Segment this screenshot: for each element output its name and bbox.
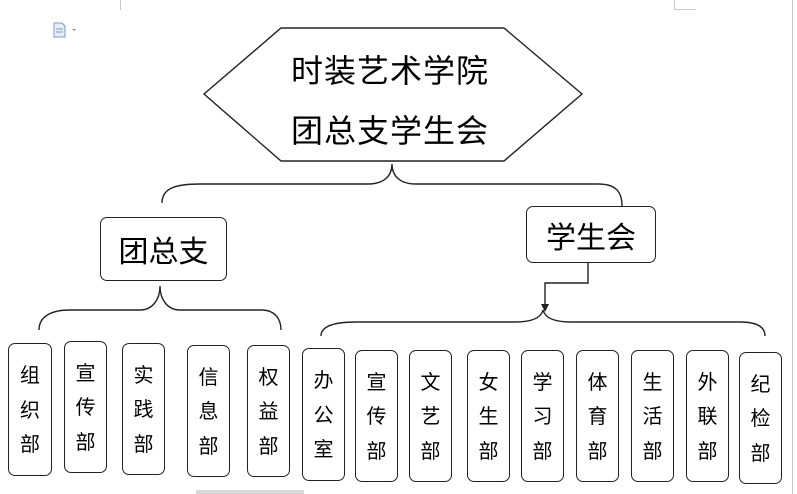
dept-char: 部 — [258, 433, 279, 458]
page-corner-mark-right-h — [674, 9, 696, 10]
dept-char: 息 — [198, 399, 219, 423]
dept-box-nvsheng: 女 生 部 — [467, 350, 510, 482]
dept-char: 部 — [587, 438, 608, 463]
dept-char: 实 — [133, 362, 154, 387]
dept-box-shijian: 实 践 部 — [122, 343, 165, 475]
title-hexagon-shape — [202, 27, 584, 162]
dept-box-zuzhi: 组 织 部 — [8, 343, 52, 476]
dept-char: 艺 — [420, 404, 441, 428]
dept-char: 传 — [75, 395, 96, 419]
dept-char: 公 — [313, 402, 334, 427]
page-bottom-strip — [196, 490, 304, 494]
branch-box-tuanzongzhi: 团总支 — [100, 217, 227, 281]
dept-char: 部 — [198, 433, 219, 458]
right-connector-arrow — [541, 304, 549, 312]
dept-char: 办 — [313, 367, 334, 392]
dept-char: 部 — [75, 429, 96, 454]
dept-char: 部 — [697, 438, 718, 463]
dept-char: 部 — [642, 438, 663, 463]
right-connector — [544, 262, 589, 307]
dept-char: 习 — [532, 404, 553, 428]
dept-box-xuexi: 学 习 部 — [521, 350, 564, 482]
dept-char: 活 — [642, 404, 663, 428]
dept-box-xinxi: 信 息 部 — [187, 345, 230, 477]
document-icon[interactable] — [52, 22, 80, 38]
dept-char: 育 — [587, 404, 608, 428]
dept-char: 宣 — [75, 360, 96, 385]
top-brace — [161, 163, 623, 207]
dept-char: 部 — [532, 438, 553, 463]
dept-char: 文 — [420, 369, 441, 394]
page-right-edge — [792, 0, 793, 494]
dept-char: 组 — [20, 362, 40, 387]
dept-char: 女 — [478, 369, 499, 394]
title-line-1: 时装艺术学院 — [290, 52, 489, 90]
dept-char: 生 — [642, 369, 663, 394]
dept-char: 权 — [258, 364, 279, 389]
dept-char: 纪 — [750, 371, 771, 396]
dept-box-wenyi: 文 艺 部 — [409, 350, 452, 482]
dept-box-wailian: 外 联 部 — [686, 350, 729, 482]
dept-char: 益 — [258, 399, 279, 423]
dept-char: 部 — [420, 438, 441, 463]
dept-box-tiyu: 体 育 部 — [576, 350, 619, 482]
dept-char: 部 — [133, 431, 154, 456]
branch-label-xueshenghui: 学生会 — [546, 220, 636, 256]
dept-char: 检 — [750, 406, 771, 430]
dept-char: 室 — [313, 437, 334, 462]
title-line-2: 团总支学生会 — [290, 112, 489, 150]
page-corner-mark-left — [120, 0, 121, 10]
dept-char: 学 — [532, 369, 553, 394]
dept-char: 部 — [750, 440, 771, 465]
dept-box-bangong: 办 公 室 — [302, 348, 345, 481]
dept-char: 外 — [697, 369, 718, 394]
left-brace — [38, 285, 282, 331]
dept-char: 体 — [587, 369, 608, 394]
dept-char: 传 — [366, 404, 387, 428]
dept-box-xuanchuan-b: 宣 传 部 — [355, 350, 398, 482]
dept-box-shenghuo: 生 活 部 — [631, 350, 674, 482]
branch-box-xueshenghui: 学生会 — [526, 206, 656, 263]
dept-char: 部 — [478, 438, 499, 463]
dept-char: 联 — [697, 404, 718, 428]
dept-char: 织 — [20, 397, 40, 422]
dept-char: 信 — [198, 364, 219, 389]
dept-box-xuanchuan-a: 宣 传 部 — [64, 341, 107, 473]
dept-char: 宣 — [366, 369, 387, 394]
dept-char: 部 — [20, 432, 40, 457]
dept-char: 践 — [133, 397, 154, 421]
dept-box-quanyi: 权 益 部 — [247, 345, 290, 477]
page-corner-mark-right — [674, 0, 675, 10]
dept-box-jijian: 纪 检 部 — [739, 352, 782, 484]
right-brace — [320, 309, 766, 337]
dept-char: 部 — [366, 438, 387, 463]
dept-char: 生 — [478, 404, 499, 428]
branch-label-tuanzongzhi: 团总支 — [118, 235, 209, 270]
